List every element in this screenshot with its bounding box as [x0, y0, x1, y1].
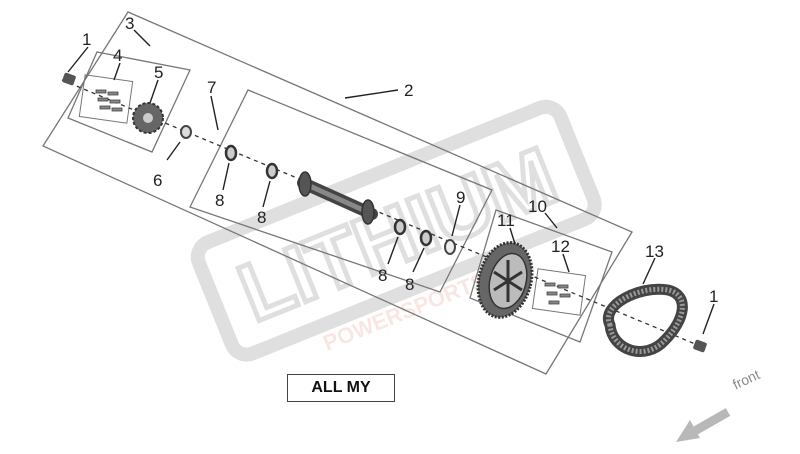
callout-10: 10 [528, 197, 547, 216]
bearing [419, 229, 433, 247]
bolt-kit-box-front [78, 74, 134, 124]
center-axis [61, 79, 701, 347]
assembly-frame-outer [42, 11, 633, 375]
sprocket-group-frame [67, 51, 191, 153]
callout-3: 3 [125, 14, 134, 33]
bearing [224, 144, 238, 162]
bolt-kit-box-rear [531, 268, 587, 316]
callout-1-left: 1 [82, 30, 91, 49]
model-variant-label: ALL MY [287, 374, 395, 402]
callout-13: 13 [645, 242, 664, 261]
bearing [393, 218, 407, 236]
pulley-group-frame [469, 209, 613, 343]
callout-1-right: 1 [709, 287, 718, 306]
callout-8-a: 8 [215, 191, 224, 210]
shaft [297, 171, 378, 225]
drive-belt [603, 283, 688, 357]
bolt-kit-rear [544, 282, 571, 305]
sprocket [132, 102, 164, 134]
nut-right [693, 339, 707, 353]
callout-12: 12 [551, 237, 570, 256]
pulley [476, 241, 534, 319]
washer [444, 239, 456, 255]
ring [180, 125, 192, 139]
callout-8-b: 8 [257, 208, 266, 227]
leader-lines [67, 29, 715, 335]
bearing [265, 162, 279, 180]
nut-left [62, 72, 76, 86]
bolt-kit-front [95, 89, 123, 112]
callout-7: 7 [207, 78, 216, 97]
callout-8-d: 8 [405, 275, 414, 294]
callout-11: 11 [497, 211, 515, 230]
callout-5: 5 [154, 63, 163, 82]
callout-9: 9 [456, 188, 465, 207]
callout-4: 4 [113, 46, 122, 65]
shaft-group-frame [189, 89, 493, 293]
callout-6: 6 [153, 171, 162, 190]
callout-2: 2 [404, 81, 413, 100]
front-arrow-icon [676, 408, 731, 442]
callout-8-c: 8 [378, 266, 387, 285]
